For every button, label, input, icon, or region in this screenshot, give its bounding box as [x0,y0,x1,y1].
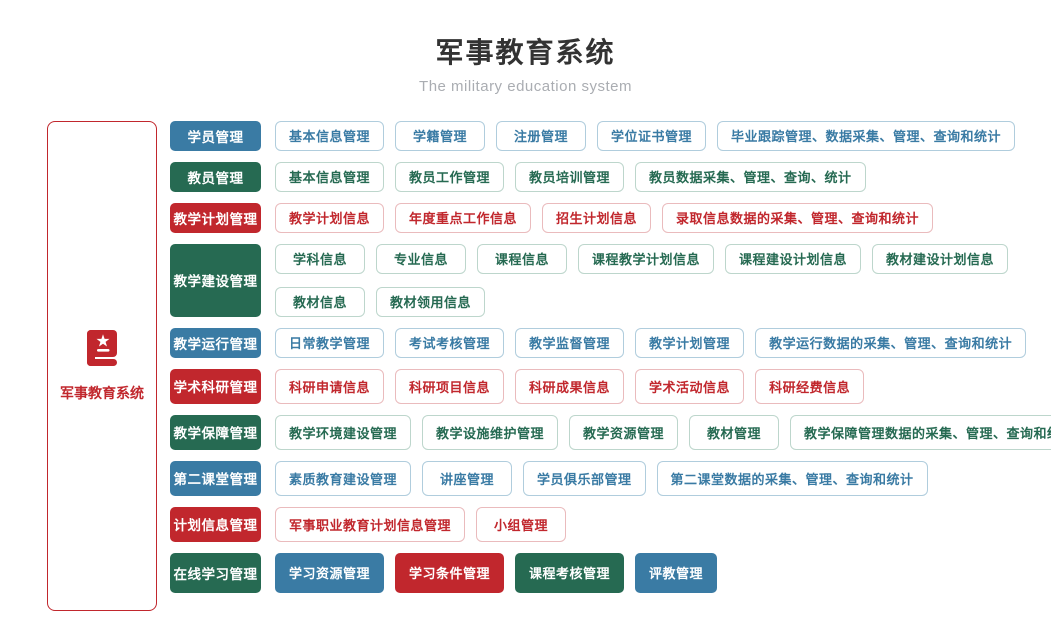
page-title: 军事教育系统 [435,37,616,68]
sub-item-button[interactable]: 学科信息 [275,243,365,274]
sub-item-button[interactable]: 毕业跟踪管理、数据采集、管理、查询和统计 [717,120,1016,151]
category-button[interactable]: 学术科研管理 [170,368,261,404]
row-lines: 基本信息管理学籍管理注册管理学位证书管理毕业跟踪管理、数据采集、管理、查询和统计 [275,120,1016,151]
system-root-box: 军事教育系统 [47,120,157,611]
sub-item-button[interactable]: 教学资源管理 [569,414,679,450]
row-lines: 学习资源管理学习条件管理课程考核管理评教管理 [275,552,718,593]
row-line: 教材信息教材领用信息 [275,286,1008,317]
row-line: 教学计划信息年度重点工作信息招生计划信息录取信息数据的采集、管理、查询和统计 [275,202,934,233]
module-row: 学术科研管理 科研申请信息科研项目信息科研成果信息学术活动信息科研经费信息 [170,368,1051,404]
sub-item-button[interactable]: 科研项目信息 [395,368,505,404]
row-line: 素质教育建设管理讲座管理学员俱乐部管理第二课堂数据的采集、管理、查询和统计 [275,460,928,496]
module-row: 教学保障管理 教学环境建设管理教学设施维护管理教学资源管理教材管理教学保障管理数… [170,414,1051,450]
row-line: 基本信息管理学籍管理注册管理学位证书管理毕业跟踪管理、数据采集、管理、查询和统计 [275,120,1016,151]
row-lines: 基本信息管理教员工作管理教员培训管理教员数据采集、管理、查询、统计 [275,161,866,192]
module-row: 教员管理 基本信息管理教员工作管理教员培训管理教员数据采集、管理、查询、统计 [170,161,1051,192]
category-button[interactable]: 在线学习管理 [170,552,261,593]
category-button[interactable]: 教学保障管理 [170,414,261,450]
row-lines: 日常教学管理考试考核管理教学监督管理教学计划管理教学运行数据的采集、管理、查询和… [275,327,1027,358]
row-lines: 军事职业教育计划信息管理小组管理 [275,506,567,542]
sub-item-button[interactable]: 教材管理 [689,414,780,450]
sub-item-button[interactable]: 专业信息 [376,243,466,274]
sub-item-button[interactable]: 注册管理 [496,120,587,151]
category-button[interactable]: 第二课堂管理 [170,460,261,496]
sub-item-button[interactable]: 评教管理 [635,552,718,593]
sub-item-button[interactable]: 学术活动信息 [635,368,745,404]
row-line: 科研申请信息科研项目信息科研成果信息学术活动信息科研经费信息 [275,368,865,404]
module-row: 教学计划管理 教学计划信息年度重点工作信息招生计划信息录取信息数据的采集、管理、… [170,202,1051,233]
row-lines: 科研申请信息科研项目信息科研成果信息学术活动信息科研经费信息 [275,368,865,404]
row-lines: 教学环境建设管理教学设施维护管理教学资源管理教材管理教学保障管理数据的采集、管理… [275,414,1051,450]
category-button[interactable]: 教员管理 [170,161,261,192]
sub-item-button[interactable]: 教材信息 [275,286,365,317]
sub-item-button[interactable]: 教学监督管理 [515,327,625,358]
sub-item-button[interactable]: 教员培训管理 [515,161,625,192]
sub-item-button[interactable]: 学习条件管理 [395,552,505,593]
sub-item-button[interactable]: 教材建设计划信息 [872,243,1009,274]
sub-item-button[interactable]: 基本信息管理 [275,120,385,151]
module-row: 教学运行管理 日常教学管理考试考核管理教学监督管理教学计划管理教学运行数据的采集… [170,327,1051,358]
sub-item-button[interactable]: 教学计划管理 [635,327,745,358]
sub-item-button[interactable]: 第二课堂数据的采集、管理、查询和统计 [656,460,928,496]
sub-item-button[interactable]: 教材领用信息 [376,286,486,317]
header: 军事教育系统 The military education system [0,0,1051,95]
page-subtitle: The military education system [419,77,632,95]
sub-item-button[interactable]: 基本信息管理 [275,161,385,192]
sub-item-button[interactable]: 教员数据采集、管理、查询、统计 [635,161,866,192]
row-line: 学科信息专业信息课程信息课程教学计划信息课程建设计划信息教材建设计划信息 [275,243,1009,274]
sub-item-button[interactable]: 考试考核管理 [395,327,505,358]
module-row: 学员管理 基本信息管理学籍管理注册管理学位证书管理毕业跟踪管理、数据采集、管理、… [170,120,1051,151]
system-root-label: 军事教育系统 [60,385,144,402]
sub-item-button[interactable]: 课程教学计划信息 [578,243,715,274]
sub-item-button[interactable]: 小组管理 [476,506,567,542]
sub-item-button[interactable]: 教学保障管理数据的采集、管理、查询和统计 [790,414,1051,450]
sub-item-button[interactable]: 科研经费信息 [755,368,865,404]
book-star-icon [82,328,122,373]
module-row: 第二课堂管理 素质教育建设管理讲座管理学员俱乐部管理第二课堂数据的采集、管理、查… [170,460,1051,496]
row-line: 军事职业教育计划信息管理小组管理 [275,506,567,542]
sub-item-button[interactable]: 录取信息数据的采集、管理、查询和统计 [662,202,934,233]
category-button[interactable]: 教学建设管理 [170,243,261,317]
category-button[interactable]: 教学计划管理 [170,202,261,233]
sub-item-button[interactable]: 教员工作管理 [395,161,505,192]
sub-item-button[interactable]: 日常教学管理 [275,327,385,358]
category-button[interactable]: 计划信息管理 [170,506,261,542]
row-lines: 素质教育建设管理讲座管理学员俱乐部管理第二课堂数据的采集、管理、查询和统计 [275,460,928,496]
row-line: 基本信息管理教员工作管理教员培训管理教员数据采集、管理、查询、统计 [275,161,866,192]
category-button[interactable]: 教学运行管理 [170,327,261,358]
row-lines: 教学计划信息年度重点工作信息招生计划信息录取信息数据的采集、管理、查询和统计 [275,202,934,233]
row-line: 教学环境建设管理教学设施维护管理教学资源管理教材管理教学保障管理数据的采集、管理… [275,414,1051,450]
sub-item-button[interactable]: 教学计划信息 [275,202,385,233]
module-row: 计划信息管理 军事职业教育计划信息管理小组管理 [170,506,1051,542]
sub-item-button[interactable]: 学员俱乐部管理 [523,460,646,496]
sub-item-button[interactable]: 年度重点工作信息 [395,202,532,233]
sub-item-button[interactable]: 教学环境建设管理 [275,414,412,450]
category-button[interactable]: 学员管理 [170,120,261,151]
sub-item-button[interactable]: 素质教育建设管理 [275,460,412,496]
row-line: 学习资源管理学习条件管理课程考核管理评教管理 [275,552,718,593]
sub-item-button[interactable]: 学籍管理 [395,120,486,151]
sub-item-button[interactable]: 军事职业教育计划信息管理 [275,506,466,542]
sub-item-button[interactable]: 科研申请信息 [275,368,385,404]
sub-item-button[interactable]: 学习资源管理 [275,552,385,593]
sub-item-button[interactable]: 教学运行数据的采集、管理、查询和统计 [755,327,1027,358]
sub-item-button[interactable]: 课程信息 [477,243,567,274]
sub-item-button[interactable]: 科研成果信息 [515,368,625,404]
sub-item-button[interactable]: 教学设施维护管理 [422,414,559,450]
sub-item-button[interactable]: 学位证书管理 [597,120,707,151]
content: 军事教育系统 学员管理 基本信息管理学籍管理注册管理学位证书管理毕业跟踪管理、数… [47,120,1051,611]
sub-item-button[interactable]: 课程建设计划信息 [725,243,862,274]
sub-item-button[interactable]: 招生计划信息 [542,202,652,233]
module-row: 在线学习管理 学习资源管理学习条件管理课程考核管理评教管理 [170,552,1051,593]
module-rows: 学员管理 基本信息管理学籍管理注册管理学位证书管理毕业跟踪管理、数据采集、管理、… [170,120,1051,611]
sub-item-button[interactable]: 课程考核管理 [515,552,625,593]
sub-item-button[interactable]: 讲座管理 [422,460,513,496]
row-lines: 学科信息专业信息课程信息课程教学计划信息课程建设计划信息教材建设计划信息教材信息… [275,243,1009,317]
module-row: 教学建设管理 学科信息专业信息课程信息课程教学计划信息课程建设计划信息教材建设计… [170,243,1051,317]
row-line: 日常教学管理考试考核管理教学监督管理教学计划管理教学运行数据的采集、管理、查询和… [275,327,1027,358]
